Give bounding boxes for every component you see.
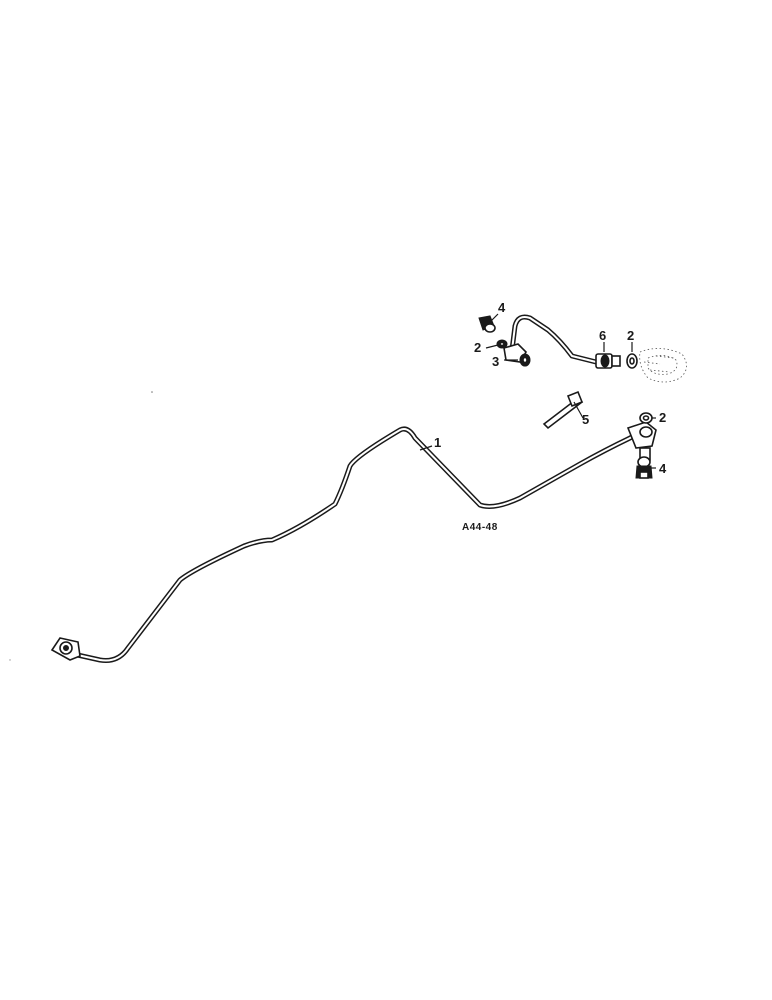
callout-2-upper-left: 2 [474,340,481,355]
callout-1: 1 [434,435,441,450]
callout-2-right: 2 [659,410,666,425]
callout-3: 3 [492,354,499,369]
phantom-component [639,348,687,383]
long-tube [61,426,643,663]
upper-tube [509,314,599,365]
tube-clip [542,390,584,430]
tube-connector [595,353,621,369]
right-tee-fitting [626,421,657,461]
leader-lines [419,313,656,469]
figure-id: A44-48 [462,522,498,533]
callout-6: 6 [599,328,606,343]
right-washer [639,412,653,424]
upper-bolt [478,315,496,333]
callout-5: 5 [582,412,589,427]
left-end-fitting [50,637,81,661]
banjo-fitting [503,343,531,367]
callout-4-right: 4 [659,461,667,476]
callout-4-upper: 4 [498,300,506,315]
right-bolt [635,456,653,479]
speck [151,391,153,393]
connector-washer [626,353,638,369]
callout-2-upper-right: 2 [627,328,634,343]
speck [9,659,11,661]
upper-washer [496,339,508,349]
